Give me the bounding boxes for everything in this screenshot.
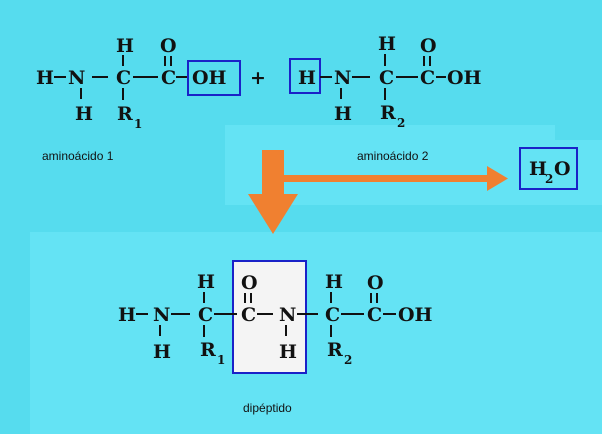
dip-h-top2: H <box>325 271 343 293</box>
peptide-bond-highlight-box <box>232 260 307 374</box>
amino-acid-1-label: aminoácido 1 <box>42 149 114 163</box>
dip-c-alpha2: C <box>325 304 340 326</box>
dip-h-n1-bottom: H <box>153 341 171 363</box>
aa2-r-subscript: 2 <box>397 116 405 130</box>
dip-c-carbonyl: C <box>241 304 256 326</box>
dip-n1: N <box>153 304 170 326</box>
water-release-arrow <box>284 166 508 191</box>
plus-sign: + <box>250 67 266 89</box>
aa1-r-subscript: 1 <box>134 117 142 131</box>
water-molecule: H 2 O <box>519 147 578 190</box>
dip-r1: R <box>200 339 216 361</box>
aa2-h-left: H <box>298 67 316 89</box>
dip-c-alpha1: C <box>198 304 213 326</box>
dip-o-carboxyl: O <box>367 272 384 294</box>
dip-o-carbonyl: O <box>241 272 258 294</box>
dip-h-top1: H <box>197 271 215 293</box>
aa2-o-top: O <box>420 35 437 57</box>
aa2-c-alpha: C <box>379 67 394 89</box>
aa2-c-carboxyl: C <box>420 67 435 89</box>
dipeptide-label: dipéptido <box>243 401 292 415</box>
water-highlight-box <box>519 147 578 190</box>
water-o: O <box>554 158 571 180</box>
reaction-arrow-down <box>248 150 298 234</box>
aa1-n: N <box>68 67 85 89</box>
aa1-h-top: H <box>116 35 134 57</box>
dip-c-carboxyl: C <box>367 304 382 326</box>
water-panel <box>518 140 602 205</box>
lower-panel <box>30 232 602 434</box>
aa2-h-bottom: H <box>334 103 352 125</box>
aa1-c-carboxyl: C <box>161 67 176 89</box>
water-subscript: 2 <box>545 172 553 186</box>
peptide-bond-panel <box>233 261 306 373</box>
aa2-n: N <box>334 67 351 89</box>
dip-h-left: H <box>118 304 136 326</box>
dip-r2: R <box>327 339 343 361</box>
aa1-c-alpha: C <box>116 67 131 89</box>
aa1-o-top: O <box>160 35 177 57</box>
dip-r2-subscript: 2 <box>344 353 352 367</box>
aa1-oh: OH <box>192 67 227 89</box>
aa1-h-bottom: H <box>75 103 93 125</box>
aa2-oh: OH <box>447 67 482 89</box>
aa2-h-top: H <box>378 33 396 55</box>
amino-acid-1: H N H C H R 1 C O OH <box>36 35 241 131</box>
dip-n2: N <box>279 304 296 326</box>
dipeptide: H N H C H R 1 C O N H C H R 2 C O OH <box>118 260 433 374</box>
aa2-r: R <box>380 102 396 124</box>
aa1-r: R <box>117 103 133 125</box>
aa1-h-left: H <box>36 67 54 89</box>
dip-h-n2-bottom: H <box>279 341 297 363</box>
dip-r1-subscript: 1 <box>217 353 225 367</box>
dip-oh: OH <box>398 304 433 326</box>
amino-acid-2-label: aminoácido 2 <box>357 149 429 163</box>
water-h: H <box>529 158 547 180</box>
amino-acid-2: H N H C H R 2 C O OH <box>289 33 482 130</box>
aa1-oh-highlight-box <box>187 60 241 96</box>
